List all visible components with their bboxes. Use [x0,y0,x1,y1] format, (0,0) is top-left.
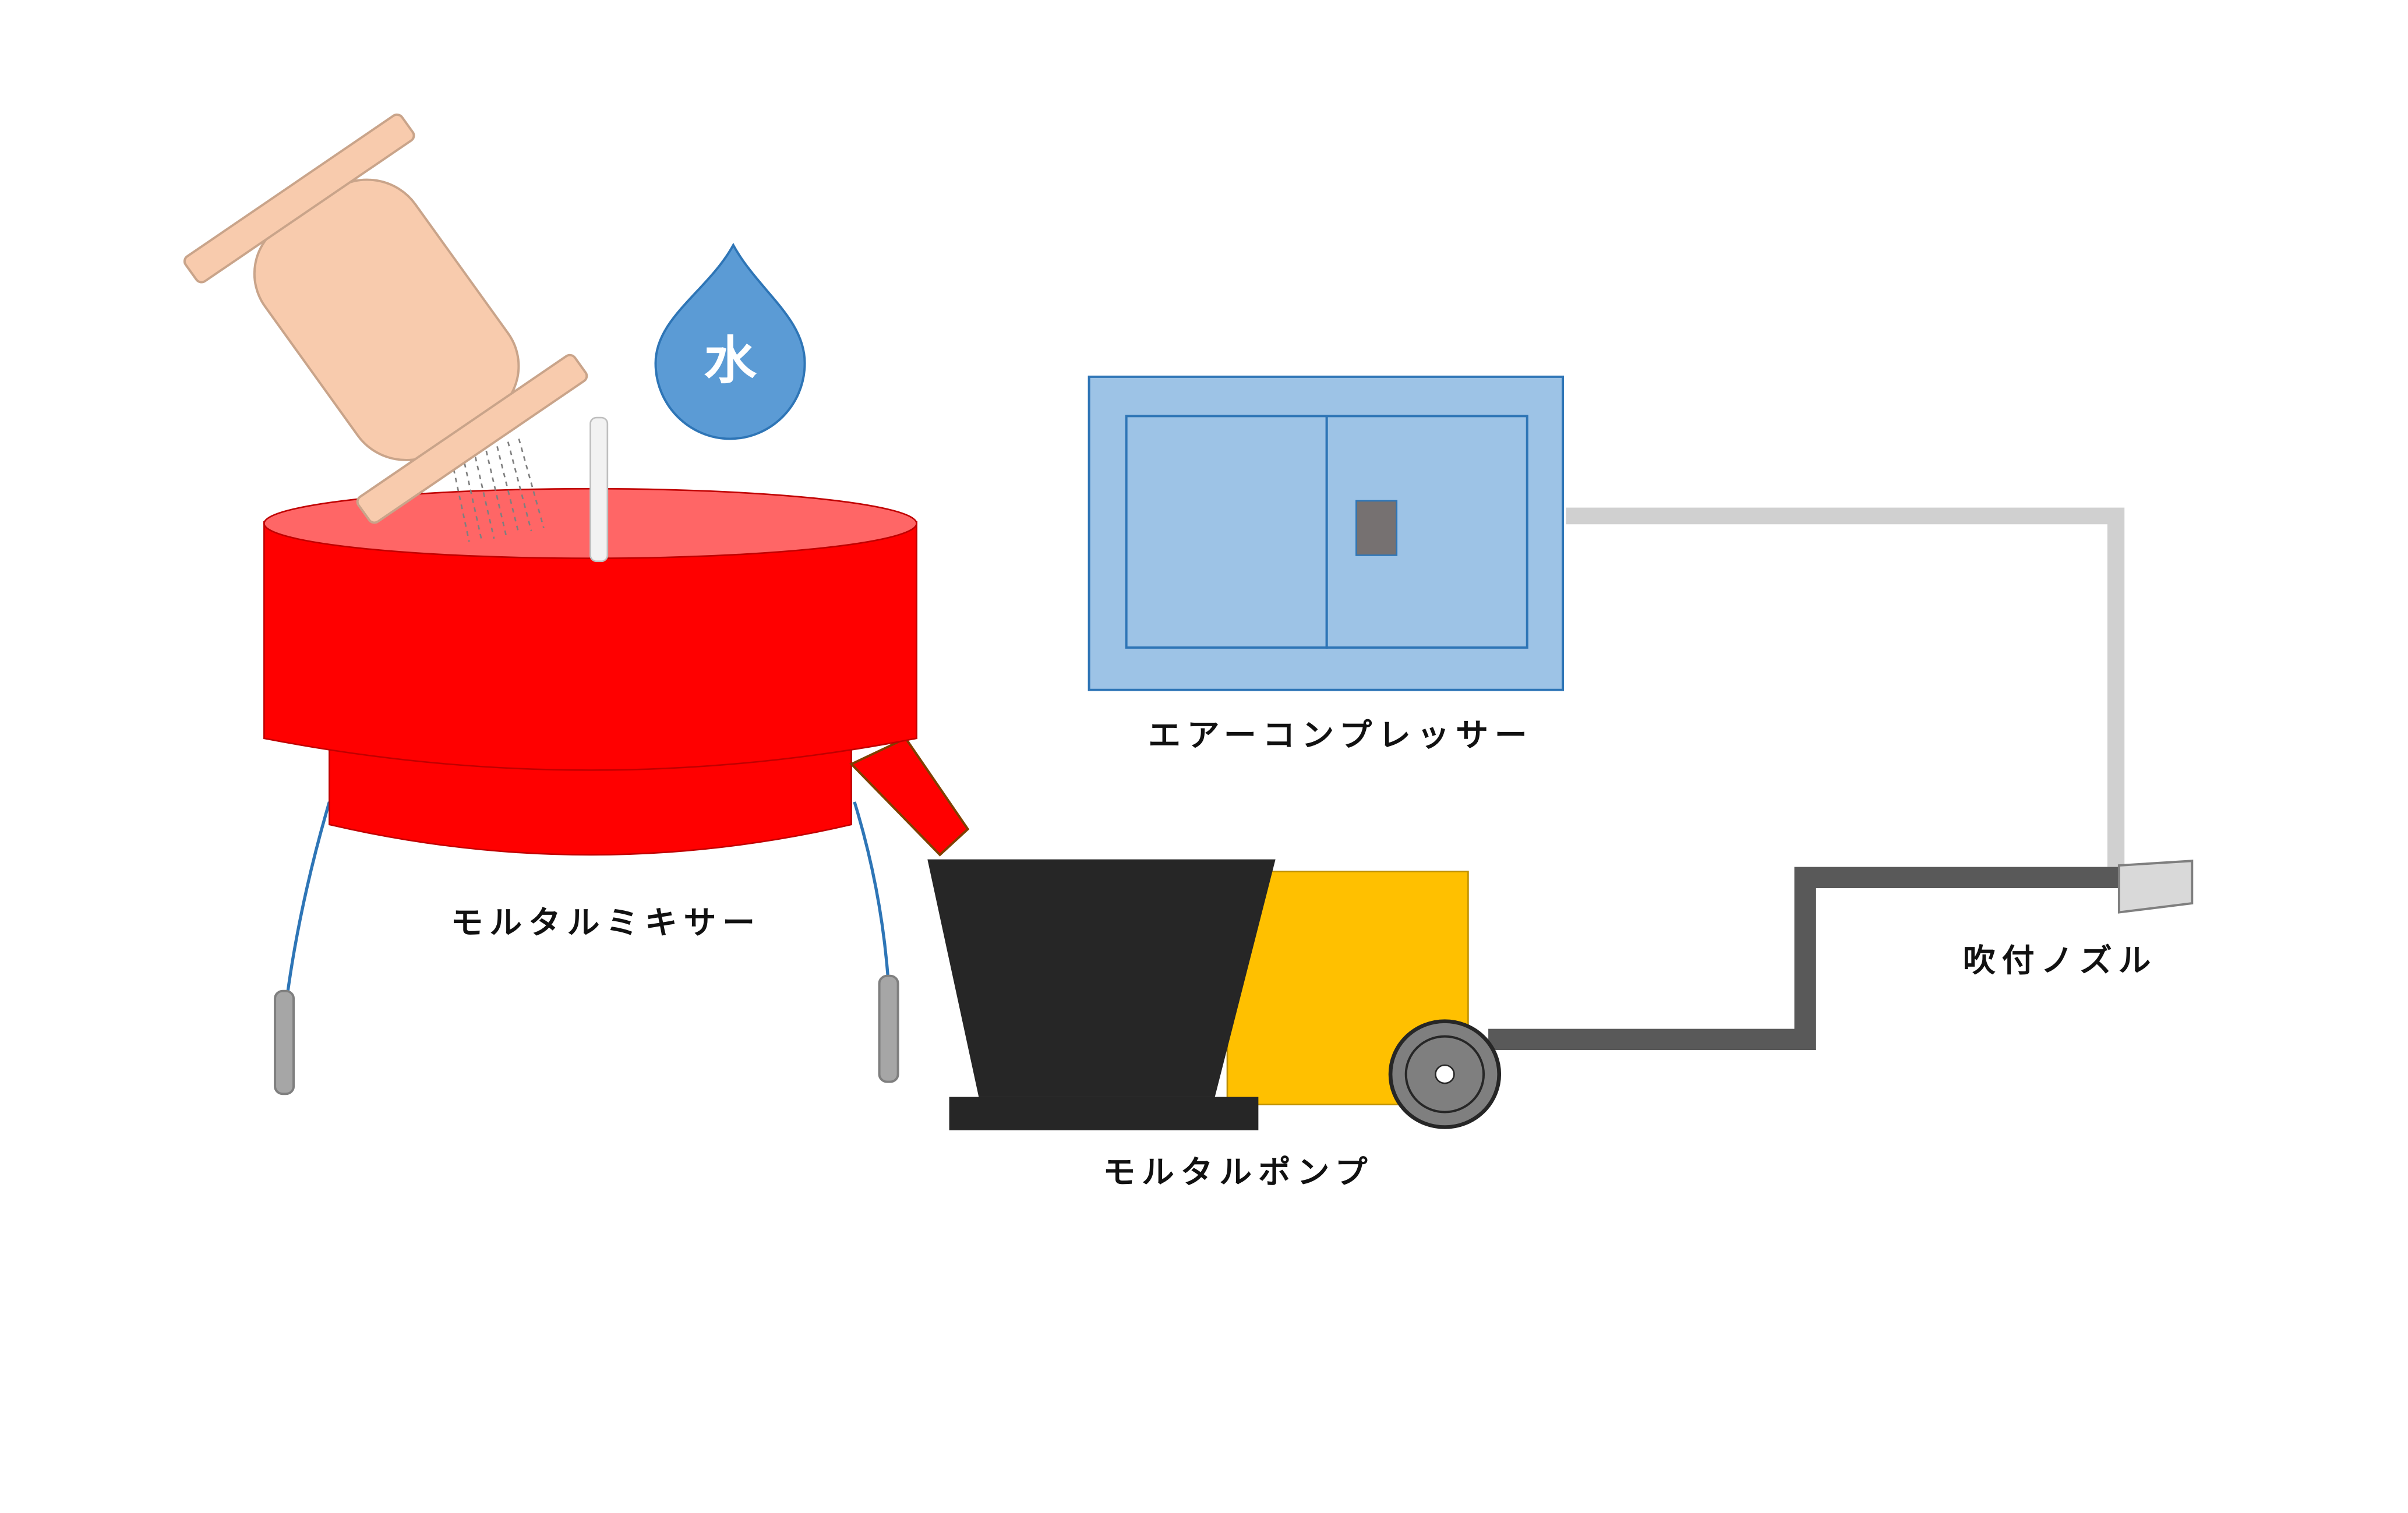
mixer-foot-left [274,989,295,1095]
pump-base [949,1097,1259,1130]
spray-nozzle [2117,860,2194,914]
air-compressor [1088,375,1565,691]
mixer-shaft [589,416,609,563]
mixer-upper-drum [263,521,917,771]
mortar-hose [1488,867,2132,1051]
water-drop: 水 [654,242,806,440]
air-hose [1566,507,2125,875]
cement-bag [183,113,588,542]
mixer-label: モルタルミキサー [451,905,761,942]
mixer-lower-drum [329,748,852,856]
mixer-leg-left [284,801,331,1006]
pump-hopper [927,859,1276,1097]
cement-pour-stream [453,439,545,542]
cement-bag-top-seam [183,113,415,284]
mixer-leg-right [853,801,891,987]
water-label: 水 [704,331,757,391]
cement-bag-bottom-seam [356,353,588,524]
nozzle-label: 吹付ノズル [1963,943,2157,980]
compressor-door-left [1125,415,1328,649]
compressor-label: エアーコンプレッサー [1148,717,1534,754]
water-drop-icon [654,242,806,440]
pump-label: モルタルポンプ [1103,1154,1374,1191]
mixer-discharge-chute [849,737,970,857]
mortar-mixer [263,416,970,1095]
mortar-pump [927,859,1502,1130]
compressor-handle [1355,500,1398,556]
pump-wheel-hub [1435,1064,1455,1084]
mixer-foot-right [878,974,899,1083]
